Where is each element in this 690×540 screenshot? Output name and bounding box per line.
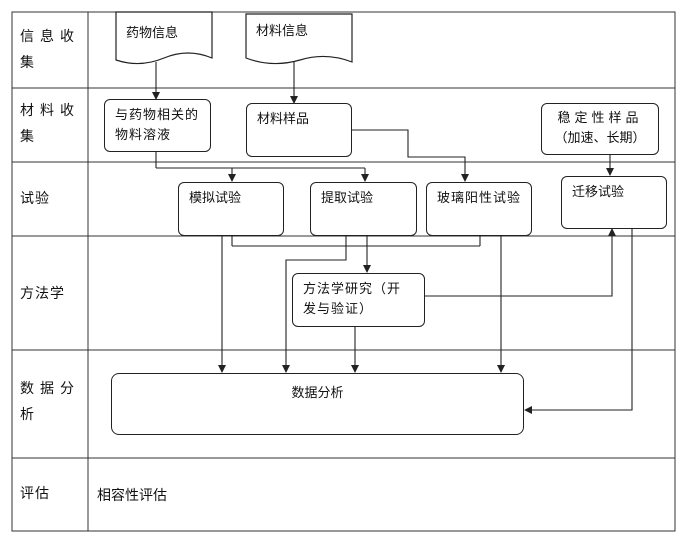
- stability-sample-box: 稳定性样品 （加速、长期）: [541, 103, 659, 155]
- material-sample-box: 材料样品: [246, 103, 352, 157]
- material-info-label: 材料信息: [256, 24, 309, 39]
- row-label-evaluation: 评估: [20, 486, 50, 502]
- table-grid: [11, 11, 676, 532]
- simulation-test-box: 模拟试验: [178, 182, 284, 236]
- data-analysis-label: 数据分析: [291, 386, 344, 401]
- row-label-test: 试验: [20, 191, 50, 207]
- material-info-doc-shape: [245, 13, 353, 65]
- arrow-migration-to-data: [524, 229, 633, 414]
- arrow-sample-to-glass: [352, 129, 469, 182]
- material-sample-label: 材料样品: [257, 112, 310, 127]
- simulation-test-label: 模拟试验: [189, 191, 242, 206]
- extraction-test-box: 提取试验: [310, 182, 417, 236]
- glass-positive-test-label: 玻璃阳性试验: [437, 191, 522, 206]
- arrow-extraction-to-data: [282, 236, 347, 373]
- extraction-test-label: 提取试验: [321, 191, 374, 206]
- method-study-box: 方法学研究（开发与验证）: [292, 273, 425, 327]
- migration-test-label: 迁移试验: [572, 185, 625, 200]
- row-label-methodology: 方法学: [20, 286, 65, 302]
- row-label-data-analysis: 数据分析: [20, 381, 80, 423]
- drug-related-solution-box: 与药物相关的物料溶液: [104, 99, 211, 152]
- migration-test-box: 迁移试验: [561, 176, 667, 229]
- arrow-method-to-migration: [425, 228, 616, 297]
- method-study-label: 方法学研究（开发与验证）: [303, 282, 402, 317]
- row-label-info-collection: 信息收集: [20, 29, 80, 71]
- drug-related-solution-label: 与药物相关的物料溶液: [115, 108, 200, 143]
- stability-sample-sub-label: （加速、长期）: [554, 131, 646, 146]
- glass-positive-test-box: 玻璃阳性试验: [426, 182, 532, 236]
- row-label-material-collection: 材料收集: [20, 103, 80, 145]
- data-analysis-box: 数据分析: [111, 373, 524, 435]
- drug-info-label: 药物信息: [126, 26, 179, 41]
- stability-sample-label: 稳定性样品: [557, 111, 643, 126]
- drug-info-doc-shape: [115, 11, 213, 65]
- compatibility-evaluation-label: 相容性评估: [97, 488, 167, 504]
